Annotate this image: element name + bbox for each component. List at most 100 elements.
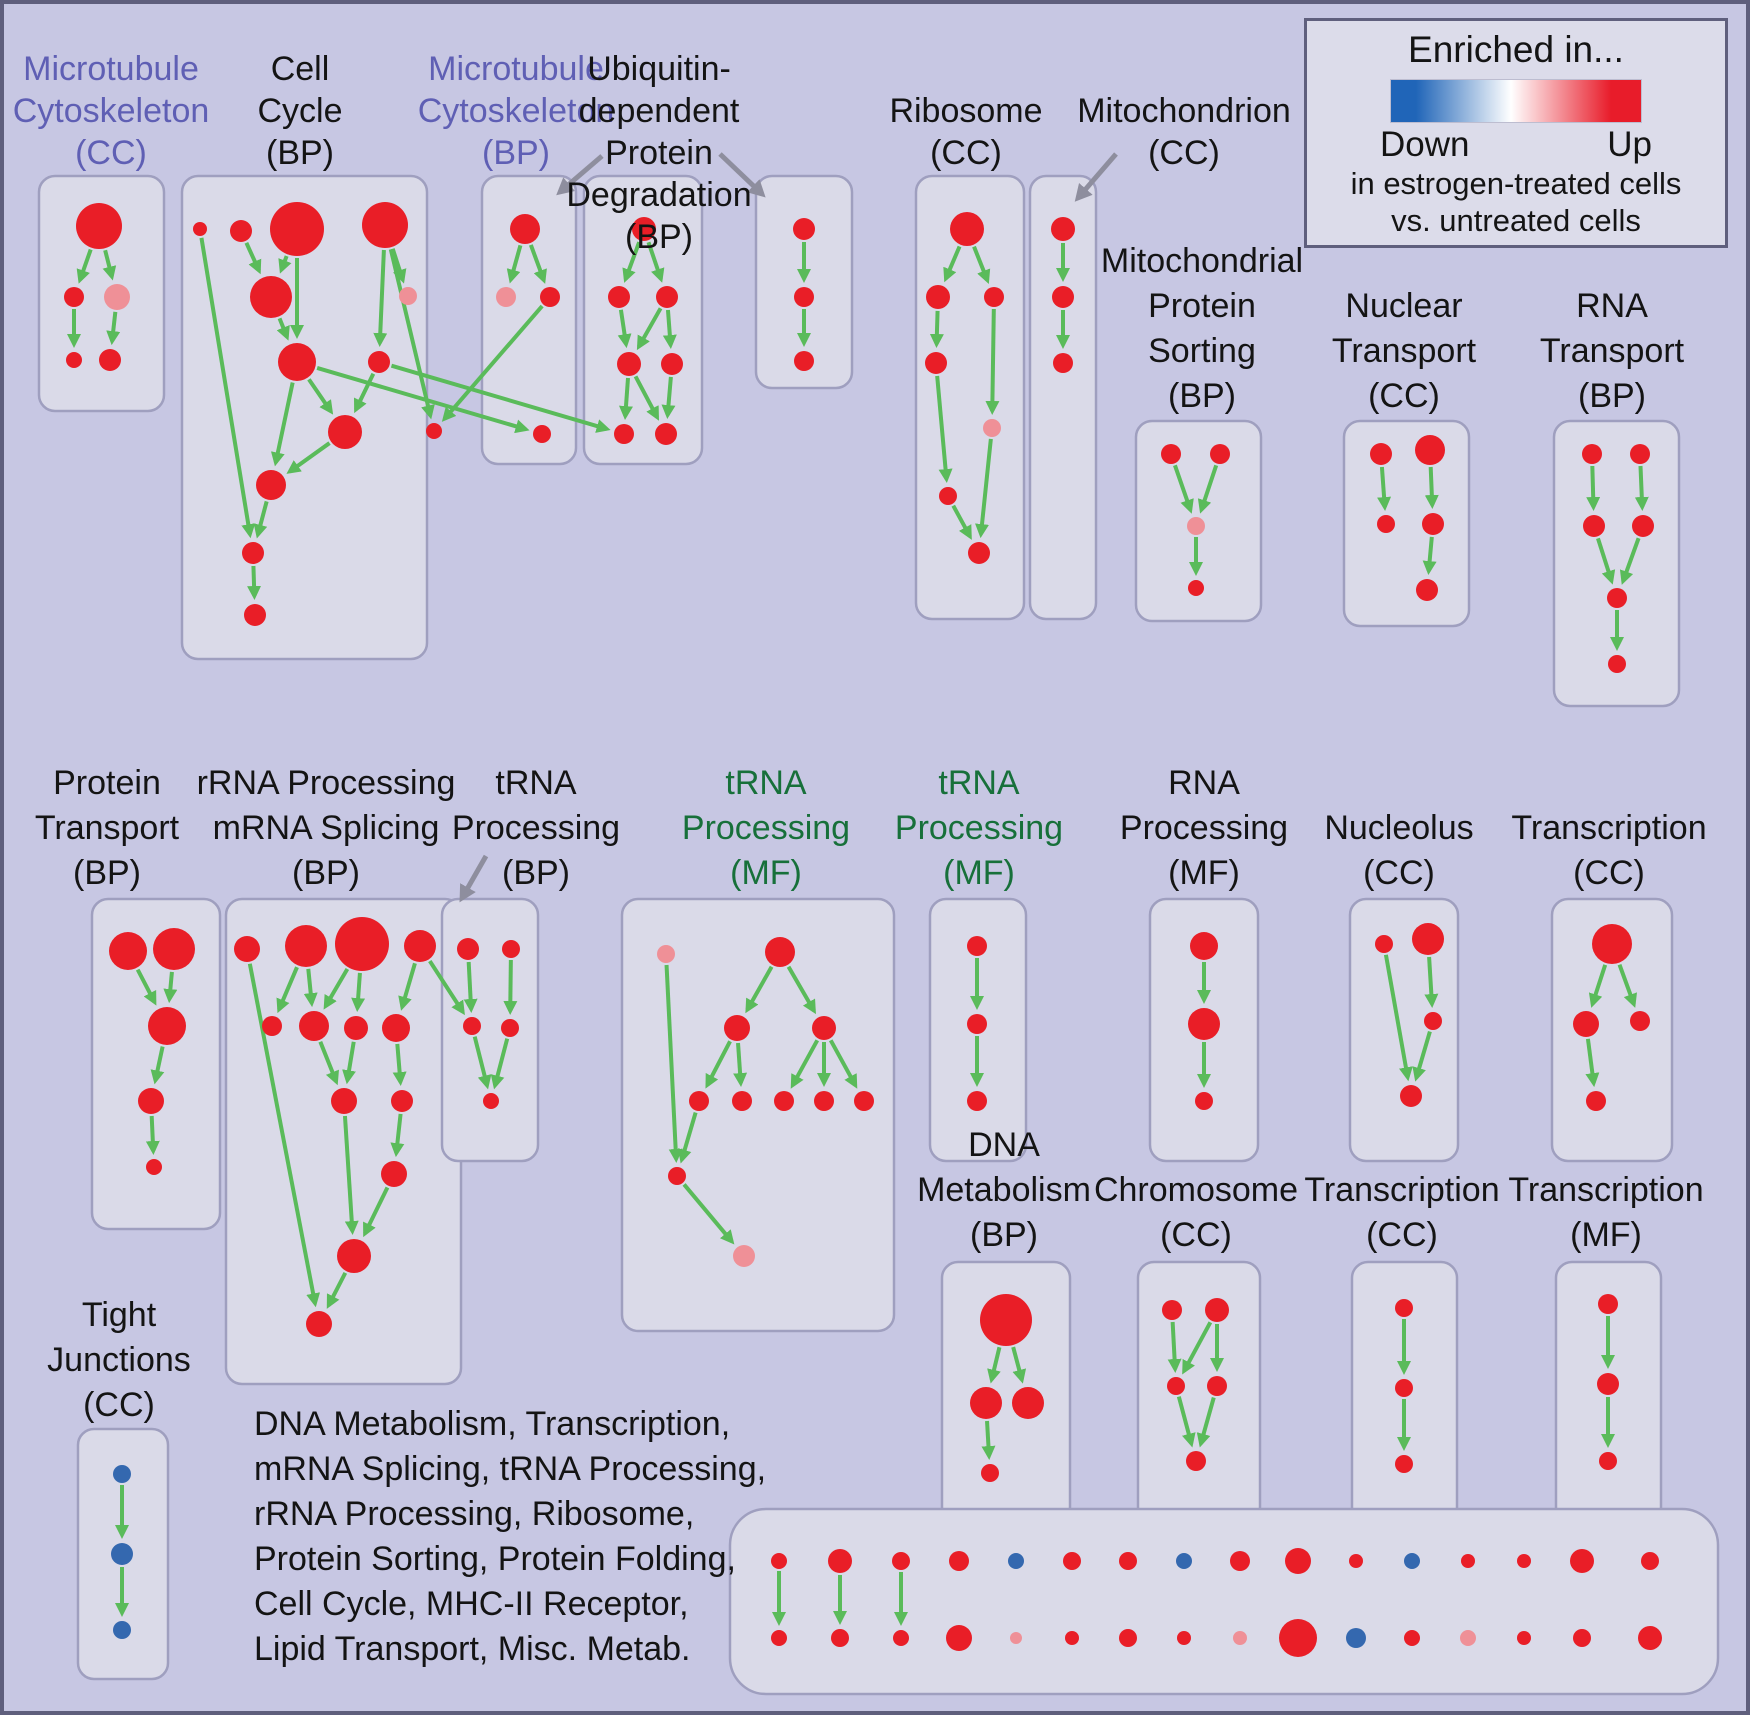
labels-layer: MicrotubuleCytoskeleton(CC)CellCycle(BP)… — [13, 50, 1707, 1424]
legend-up-label: Up — [1607, 125, 1652, 164]
go-term-node — [617, 352, 641, 376]
go-term-node — [1375, 935, 1393, 953]
go-term-node — [1404, 1553, 1420, 1569]
go-term-node — [104, 284, 130, 310]
edge-arrow — [1377, 466, 1392, 512]
edge-arrow — [1197, 464, 1219, 514]
cluster-label-ribosome: Ribosome — [889, 92, 1042, 130]
misc-strip-label: DNA Metabolism, Transcription, mRNA Spli… — [254, 1402, 766, 1672]
go-term-node — [1395, 1379, 1413, 1397]
cluster-label-mps: (BP) — [1168, 377, 1236, 415]
go-term-node — [109, 932, 147, 970]
cluster-label-mt-bp: Cytoskeleton — [418, 92, 615, 130]
label-pointer-arrow — [1074, 152, 1118, 202]
go-term-node — [1161, 444, 1181, 464]
cluster-label-dna-metabolism: (BP) — [970, 1216, 1038, 1254]
edge-arrow — [428, 960, 465, 1016]
edge-arrow — [664, 964, 683, 1164]
go-term-node — [1167, 1377, 1185, 1395]
cluster-label-trna-mf-2: tRNA — [938, 764, 1020, 802]
go-term-node — [138, 1088, 164, 1114]
edge-arrow — [276, 966, 299, 1014]
go-term-node — [925, 352, 947, 374]
go-term-node — [533, 425, 551, 443]
edge-arrow — [987, 1346, 1002, 1384]
cluster-label-trna-bp: tRNA — [495, 764, 577, 802]
cluster-label-rna-transport: Transport — [1540, 332, 1685, 370]
cluster-label-mitochondrion: Mitochondrion — [1077, 92, 1291, 130]
go-term-node — [1053, 353, 1073, 373]
edge-arrow — [1167, 1321, 1182, 1374]
cluster-label-mps: Sorting — [1148, 332, 1256, 370]
cluster-label-mt-cc: Microtubule — [23, 50, 199, 88]
go-term-node — [1395, 1299, 1413, 1317]
go-term-node — [1573, 1011, 1599, 1037]
cluster-label-cell-cycle: Cell — [271, 50, 330, 88]
go-term-node — [463, 1017, 481, 1035]
cluster-label-trna-bp: (BP) — [502, 854, 570, 892]
go-term-node — [540, 287, 560, 307]
cluster-label-transcription-mf: Transcription — [1508, 1171, 1703, 1209]
go-term-node — [950, 212, 984, 246]
legend-down-label: Down — [1380, 125, 1470, 164]
legend-downup-row: Down Up — [1380, 125, 1652, 165]
go-term-node — [1517, 1554, 1531, 1568]
cluster-label-chromosome: (CC) — [1160, 1216, 1232, 1254]
go-term-node — [399, 287, 417, 305]
edge-arrow — [163, 971, 178, 1004]
edge-arrow — [286, 441, 331, 474]
edge-arrow — [1617, 963, 1638, 1008]
cluster-label-rna-processing-mf: RNA — [1168, 764, 1240, 802]
go-term-node — [193, 222, 207, 236]
go-term-node — [724, 1015, 750, 1041]
go-term-node — [501, 1019, 519, 1037]
edge-arrow — [1412, 1030, 1432, 1082]
go-term-node — [632, 217, 656, 241]
go-term-node — [970, 1387, 1002, 1419]
go-term-node — [1400, 1085, 1422, 1107]
edge-arrow — [1588, 964, 1608, 1008]
go-term-node — [1395, 1455, 1413, 1473]
go-term-node — [66, 352, 82, 368]
edge-arrow — [506, 244, 523, 284]
go-term-node — [1010, 1632, 1022, 1644]
cluster-box-transcription-cc-1 — [1550, 897, 1674, 1163]
edge-arrow — [150, 1046, 165, 1085]
go-term-node — [1349, 1554, 1363, 1568]
go-term-node — [99, 349, 121, 371]
edge-arrow — [786, 965, 816, 1015]
edge-arrow — [1196, 1397, 1216, 1448]
edge-arrow — [617, 309, 632, 349]
misc-strip-label-line: mRNA Splicing, tRNA Processing, — [254, 1450, 767, 1488]
label-pointer-arrow — [556, 154, 604, 196]
go-term-node — [1065, 1631, 1079, 1645]
edge-arrow — [1182, 1321, 1213, 1375]
go-term-node — [967, 1091, 987, 1111]
go-term-node — [1230, 1551, 1250, 1571]
go-term-node — [967, 1014, 987, 1034]
go-term-node — [270, 202, 324, 256]
legend-title: Enriched in... — [1408, 29, 1624, 70]
cluster-box-rna-transport — [1552, 419, 1681, 708]
go-term-node — [1517, 1631, 1531, 1645]
cluster-label-nuclear-transport: Nuclear — [1345, 287, 1462, 325]
cluster-label-nucleolus: (CC) — [1363, 854, 1435, 892]
go-term-node — [457, 938, 479, 960]
edge-arrow — [677, 1111, 698, 1164]
go-term-node — [794, 287, 814, 307]
cluster-label-tight-junctions: (CC) — [83, 1386, 155, 1424]
cluster-label-rrna: mRNA Splicing — [213, 809, 440, 847]
go-term-node — [733, 1245, 755, 1267]
go-term-node — [893, 1630, 909, 1646]
go-term-node — [854, 1091, 874, 1111]
cluster-label-tight-junctions: Tight — [82, 1296, 157, 1334]
cluster-label-trna-mf-2: Processing — [895, 809, 1063, 847]
go-term-node — [404, 930, 436, 962]
cluster-label-rna-processing-mf: (MF) — [1168, 854, 1240, 892]
cluster-label-trna-mf-2: (MF) — [943, 854, 1015, 892]
go-term-node — [331, 1088, 357, 1114]
edge-arrow — [1634, 465, 1649, 512]
cluster-label-protein-transport: Protein — [53, 764, 161, 802]
go-term-node — [793, 218, 815, 240]
